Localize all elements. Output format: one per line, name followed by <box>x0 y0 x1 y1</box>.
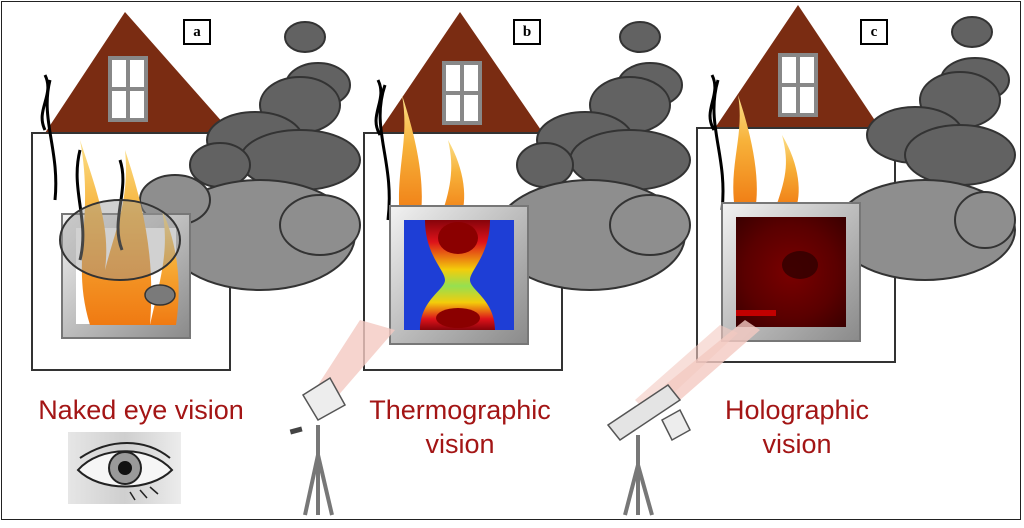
smoke-cloud-icon <box>189 21 361 191</box>
panel-a <box>31 12 361 371</box>
caption-naked-eye: Naked eye vision <box>36 393 246 427</box>
figure-border <box>1 1 1021 520</box>
caption-line: Naked eye vision <box>38 395 244 425</box>
caption-thermographic: Thermographic vision <box>362 393 558 461</box>
smoke-cloud-icon <box>866 16 1016 186</box>
caption-line: vision <box>762 429 832 459</box>
smoke-cloud-light <box>139 174 361 291</box>
window-icon <box>108 56 148 122</box>
panel-label-a: a <box>183 19 211 45</box>
panel-label-b: b <box>513 19 541 45</box>
panel-c <box>606 5 1016 516</box>
caption-line: Thermographic <box>369 395 551 425</box>
smoke-over-window <box>59 199 181 281</box>
camera-icon <box>289 376 347 435</box>
beam <box>665 320 760 400</box>
window-icon <box>442 61 482 125</box>
eye-icon <box>68 432 181 504</box>
thermal-plume <box>420 220 495 330</box>
smoke-cloud-light <box>494 179 691 291</box>
smoke-cloud-light <box>834 179 1016 281</box>
panel-label-c: c <box>860 19 888 45</box>
tripod-icon <box>623 435 654 516</box>
caption-line: vision <box>425 429 495 459</box>
fire-icon <box>708 74 799 211</box>
caption-line: Holographic <box>724 395 870 425</box>
window-icon <box>778 53 818 117</box>
beam <box>318 320 395 405</box>
smoke-cloud-icon <box>516 21 691 191</box>
camera-icon <box>606 383 691 442</box>
fire-icon <box>374 79 465 221</box>
tripod-icon <box>303 425 334 516</box>
panel-b <box>289 12 691 516</box>
caption-holographic: Holographic vision <box>712 393 882 461</box>
